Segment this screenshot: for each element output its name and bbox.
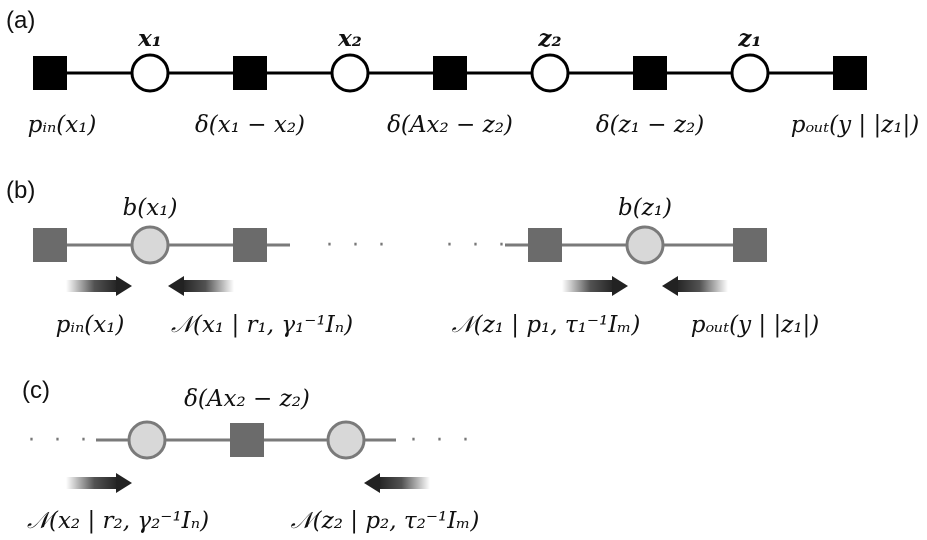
factor-label-delta-ax2-z2: δ(Ax₂ − z₂) [387,112,513,138]
ellipsis-b-right: · · · [446,233,511,258]
arrow-right-icon [66,473,132,493]
variable-node-z1 [730,53,770,93]
panel-a-label: (a) [6,7,35,34]
message-label-pin: pᵢₙ(x₁) [56,312,125,338]
variable-node-x2-c [127,420,167,460]
variable-label-z1: z₁ [737,25,761,52]
ellipsis-b-left: · · · [326,233,391,258]
factor-label-delta-ax2-z2-c: δ(Ax₂ − z₂) [184,386,310,412]
belief-label-z1: b(z₁) [618,195,672,221]
message-label-pout: pₒᵤₜ(y | |z₁|) [691,312,820,338]
factor-node-delta-x1-x2-b [233,228,267,262]
factor-label-pout: pₒᵤₜ(y | |z₁|) [791,112,920,138]
panel-b: (b) · · · · · · b(x₁) b(z₁) [6,177,819,338]
variable-label-z2: z₂ [537,25,561,52]
message-label-n-z1: 𝒩(z₁ | p₁, τ₁⁻¹Iₘ) [452,312,641,338]
panel-c-label: (c) [22,377,50,404]
factor-node-delta-ax2-z2 [433,56,467,90]
factor-label-delta-x1-x2: δ(x₁ − x₂) [195,112,305,138]
variable-label-x1: x₁ [137,25,162,52]
arrow-left-icon [364,473,430,493]
factor-node-delta-z1-z2-b [528,228,562,262]
variable-node-x1 [130,53,170,93]
factor-node-pin [33,56,67,90]
ellipsis-c-right: · · · [410,428,475,453]
factor-node-delta-z1-z2 [633,56,667,90]
panel-b-label: (b) [6,177,35,204]
panel-a: (a) x₁ x₂ z₂ z₁ pᵢₙ(x₁) δ(x₁ − x₂) δ(Ax₂… [6,7,919,138]
factor-label-delta-z1-z2: δ(z₁ − z₂) [596,112,704,138]
factor-node-pin-b [33,228,67,262]
factor-label-pin: pᵢₙ(x₁) [28,112,97,138]
factor-node-delta-ax2-z2-c [230,423,264,457]
variable-node-z2-c [326,420,366,460]
message-label-n-x2: 𝒩(x₂ | r₂, γ₂⁻¹Iₙ) [27,508,209,534]
arrow-left-icon [168,276,234,296]
arrow-left-icon [662,276,728,296]
variable-label-x2: x₂ [337,25,362,52]
panel-c: (c) · · · · · · δ(Ax₂ − z₂) 𝒩(x₂ | r₂, γ… [22,377,479,534]
arrow-right-icon [66,276,132,296]
variable-node-z1-b [625,225,665,265]
variable-node-x2 [330,53,370,93]
message-label-n-z2: 𝒩(z₂ | p₂, τ₂⁻¹Iₘ) [291,508,480,534]
ellipsis-c-left: · · · [28,428,93,453]
belief-label-x1: b(x₁) [123,195,178,221]
factor-node-pout [833,56,867,90]
factor-node-delta-x1-x2 [233,56,267,90]
arrow-right-icon [562,276,628,296]
message-label-n-x1: 𝒩(x₁ | r₁, γ₁⁻¹Iₙ) [171,312,353,338]
variable-node-z2 [530,53,570,93]
variable-node-x1-b [130,225,170,265]
factor-node-pout-b [733,228,767,262]
